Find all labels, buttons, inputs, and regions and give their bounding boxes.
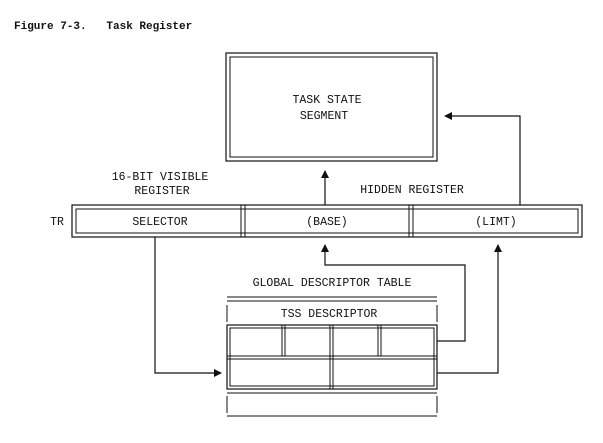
figure-title: Figure 7-3. Task Register xyxy=(14,21,192,33)
descriptor-to-limit-arrow xyxy=(437,244,502,374)
base-field: (BASE) xyxy=(306,216,347,229)
task-state-segment-box: TASK STATE SEGMENT xyxy=(225,52,438,162)
tss-descriptor-label: TSS DESCRIPTOR xyxy=(281,308,378,321)
selector-field: SELECTOR xyxy=(132,216,187,229)
tss-label-line2: SEGMENT xyxy=(300,110,348,123)
tr-label: TR xyxy=(50,216,64,229)
tss-label-line1: TASK STATE xyxy=(292,94,361,107)
hidden-register-label: HIDDEN REGISTER xyxy=(360,184,464,197)
descriptor-to-base-arrow xyxy=(321,244,466,342)
task-register: SELECTOR (BASE) (LIMT) xyxy=(71,204,583,238)
visible-register-label-line2: REGISTER xyxy=(134,185,189,198)
limit-to-tss-arrow xyxy=(444,112,521,205)
selector-to-descriptor-arrow xyxy=(154,237,222,377)
tss-descriptor xyxy=(226,324,438,390)
limit-field: (LIMT) xyxy=(475,216,516,229)
visible-register-label-line1: 16-BIT VISIBLE xyxy=(112,171,209,184)
global-descriptor-table: TSS DESCRIPTOR xyxy=(226,296,438,417)
gdt-title: GLOBAL DESCRIPTOR TABLE xyxy=(253,277,412,290)
